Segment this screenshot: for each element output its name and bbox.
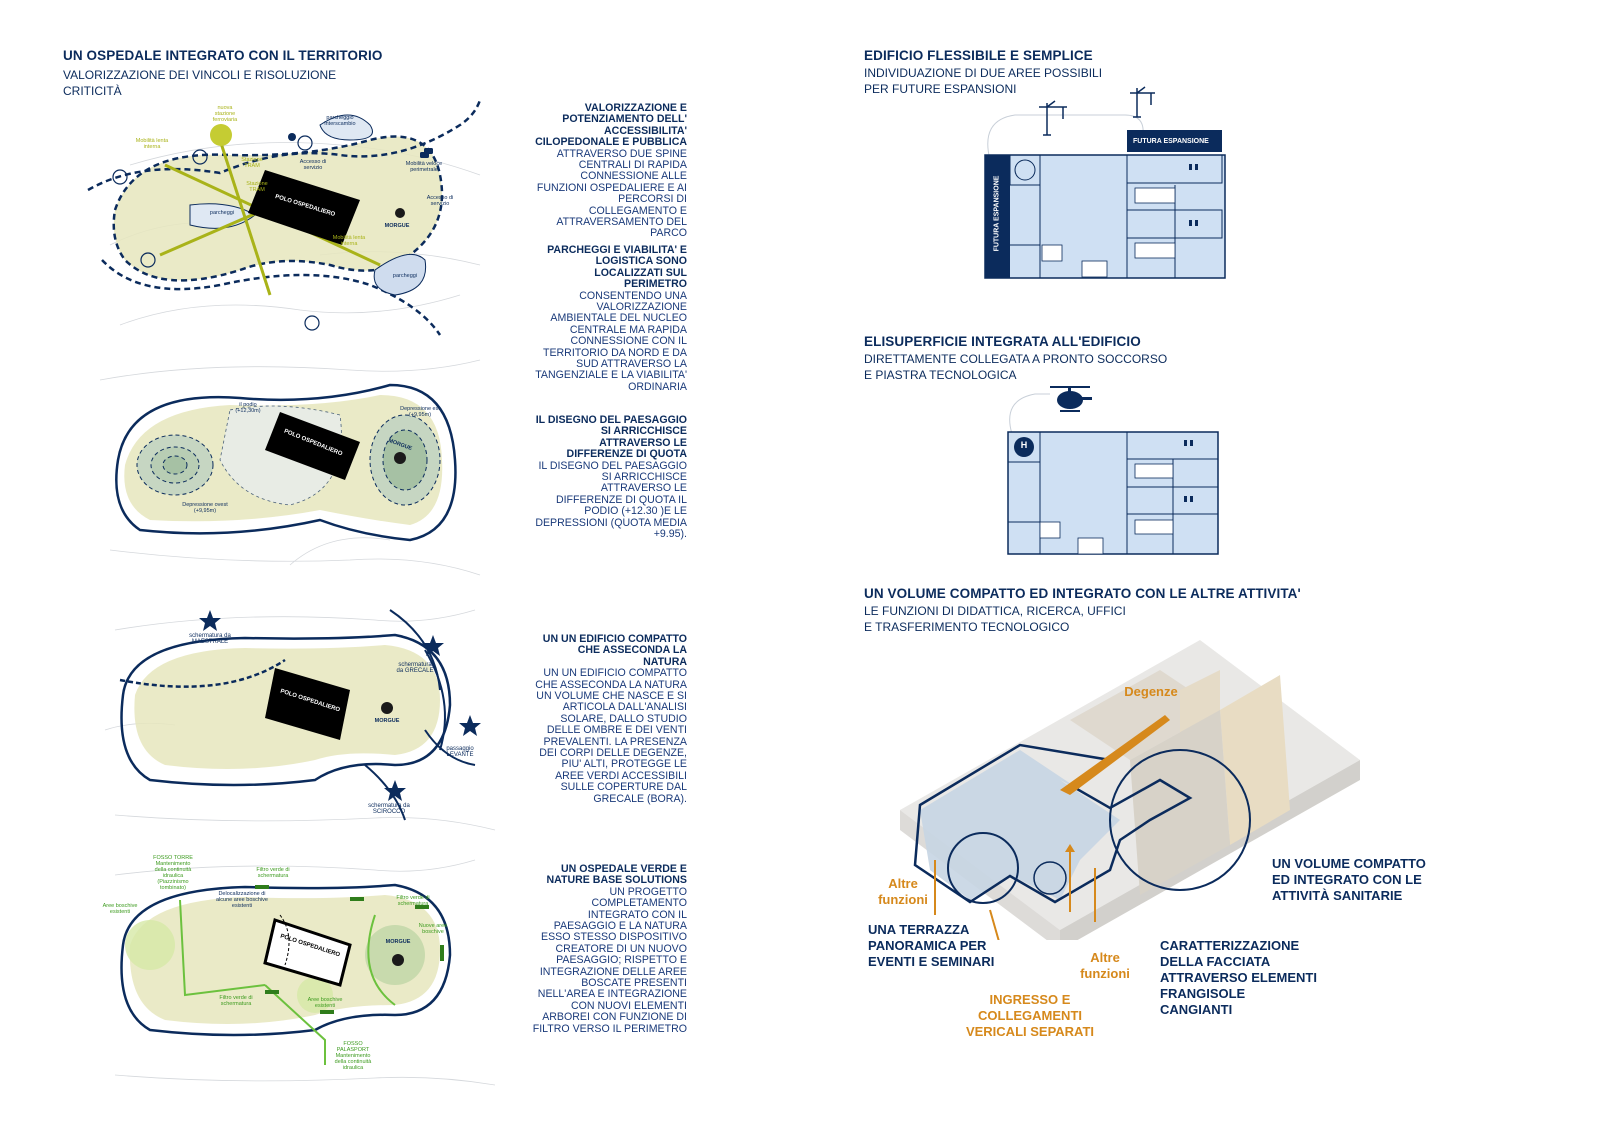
label-mobilita-lenta: Mobilità lenta interna xyxy=(135,138,169,150)
label-depressione-est: Depressione est (+9,95m) xyxy=(400,406,440,418)
paragraph-text: ATTRAVERSO DUE SPINE CENTRALI DI RAPIDA … xyxy=(536,147,687,240)
callout-ingresso: INGRESSO E COLLEGAMENTI VERICALI SEPARAT… xyxy=(965,992,1095,1039)
map-accessibility-drawing xyxy=(87,99,482,336)
paragraph-bold: IL DISEGNO DEL PAESAGGIO SI ARRICCHISCE … xyxy=(535,414,687,461)
section-volume-title: UN VOLUME COMPATTO ED INTEGRATO CON LE A… xyxy=(864,586,1301,601)
map-landscape-levels: il podio (+12,30m) Depressione est (+9,9… xyxy=(90,350,490,580)
plan-expansion-drawing xyxy=(984,86,1226,279)
label-delocalizzazione: Delocalizzazione di alcune aree boschive… xyxy=(216,891,268,909)
label-altre-funzioni-1: Altre funzioni xyxy=(878,876,928,907)
paragraph-bold: PARCHEGGI E VIABILITA' E LOGISTICA SONO … xyxy=(547,244,687,291)
label-altre-funzioni-2: Altre funzioni xyxy=(1080,950,1130,981)
section-heli-title: ELISUPERFICIE INTEGRATA ALL'EDIFICIO xyxy=(864,334,1141,349)
callout-caratterizzazione: CARATTERIZZAZIONE DELLA FACCIATA ATTRAVE… xyxy=(1160,938,1317,1017)
paragraph-green-hospital: UN OSPEDALE VERDE E NATURE BASE SOLUTION… xyxy=(532,863,687,1035)
label-filtro-1: Filtro verde di schermatura xyxy=(256,867,290,879)
label-stazione-tram-1: Stazione TRAM xyxy=(241,157,263,169)
section-flexible-title: EDIFICIO FLESSIBILE E SEMPLICE xyxy=(864,48,1093,63)
map-green-drawing xyxy=(114,859,496,1086)
section-heli-sub2: E PIASTRA TECNOLOGICA xyxy=(864,368,1017,382)
plan-heliport: H xyxy=(990,372,1230,562)
heliport-letter: H xyxy=(1020,440,1028,450)
label-scirocco: schermatura da SCIROCCO xyxy=(368,803,410,815)
label-nuove-aree: Nuove aree boschive xyxy=(418,923,448,935)
label-fosso-palasport: FOSSO PALASPORT Mantenimento della conti… xyxy=(334,1041,372,1071)
label-filtro-3: Filtro verde di schermatura xyxy=(219,995,253,1007)
label-grecale: schermatura da GRECALE xyxy=(396,662,434,674)
label-morgue-3: MORGUE xyxy=(374,718,400,724)
helicopter-icon xyxy=(1050,386,1092,412)
label-maestrale: schermatura da MAESTRALE xyxy=(189,633,231,645)
label-accesso-servizio-1: Accesso di servizio xyxy=(299,159,327,171)
plan-expansion: FUTURA ESPANSIONE FUTURA ESPANSIONE xyxy=(975,85,1235,285)
paragraph-text: UN PROGETTO COMPLETAMENTO INTEGRATO CON … xyxy=(532,885,687,1035)
callout-terrazza: UNA TERRAZZA PANORAMICA PER EVENTI E SEM… xyxy=(868,922,995,969)
label-degenze: Degenze xyxy=(1124,684,1178,699)
paragraph-compact-building: UN UN EDIFICIO COMPATTO CHE ASSECONDA LA… xyxy=(532,633,687,805)
label-futura-espansione-v: FUTURA ESPANSIONE xyxy=(993,175,1001,252)
label-mobilita-veloce: Mobilità veloce perimetrale xyxy=(405,161,443,173)
left-subtitle-line2: CRITICITÀ xyxy=(63,84,122,98)
left-subtitle-line1: VALORIZZAZIONE DEI VINCOLI E RISOLUZIONE xyxy=(63,68,337,82)
label-depressione-ovest: Depressione ovest (+9,95m) xyxy=(182,502,228,514)
label-levante: passaggio LEVANTE xyxy=(446,746,474,758)
left-title: UN OSPEDALE INTEGRATO CON IL TERRITORIO xyxy=(63,48,383,63)
map-landscape-drawing xyxy=(99,359,481,576)
label-morgue-4: MORGUE xyxy=(385,939,411,945)
paragraph-landscape: IL DISEGNO DEL PAESAGGIO SI ARRICCHISCE … xyxy=(532,414,687,541)
map-compact-building: schermatura da MAESTRALE schermatura da … xyxy=(95,590,505,835)
paragraph-bold: UN UN EDIFICIO COMPATTO CHE ASSECONDA LA… xyxy=(542,633,687,668)
map-green-hospital: FOSSO TORRE Mantenimento della continuit… xyxy=(95,845,505,1090)
label-parcheggi-2: parcheggi xyxy=(392,273,418,279)
label-stazione-tram-2: Stazione TRAM xyxy=(246,181,268,193)
section-volume-sub2: E TRASFERIMENTO TECNOLOGICO xyxy=(864,620,1070,634)
label-parcheggi-1: parcheggi xyxy=(209,210,235,216)
label-nuova-stazione: nuova stazione ferroviaria xyxy=(212,105,238,123)
paragraph-text: CONSENTENDO UNA VALORIZZAZIONE AMBIENTAL… xyxy=(535,289,687,393)
paragraph-bold: UN OSPEDALE VERDE E NATURE BASE SOLUTION… xyxy=(546,863,687,887)
section-heli-sub1: DIRETTAMENTE COLLEGATA A PRONTO SOCCORSO xyxy=(864,352,1168,366)
paragraph-accessibility: VALORIZZAZIONE E POTENZIAMENTO DELL' ACC… xyxy=(532,102,687,240)
label-morgue-1: MORGUE xyxy=(384,223,410,229)
paragraph-text: UN UN EDIFICIO COMPATTO CHE ASSECONDA LA… xyxy=(535,667,687,805)
paragraph-text: IL DISEGNO DEL PAESAGGIO SI ARRICCHISCE … xyxy=(535,459,687,541)
axonometric-drawing xyxy=(900,640,1360,981)
paragraph-bold: VALORIZZAZIONE E POTENZIAMENTO DELL' ACC… xyxy=(535,102,687,149)
label-fosso-torre: FOSSO TORRE Mantenimento della continuit… xyxy=(153,855,193,891)
label-aree-boschive-esistenti-1: Aree boschive esistenti xyxy=(102,903,138,915)
plan-heliport-drawing xyxy=(1007,386,1219,555)
section-volume-sub1: LE FUNZIONI DI DIDATTICA, RICERCA, UFFIC… xyxy=(864,604,1126,618)
label-futura-espansione-h: FUTURA ESPANSIONE xyxy=(1133,138,1209,145)
axonometric-volume: Degenze Altre funzioni Altre funzioni xyxy=(860,630,1400,981)
label-podio: il podio (+12,30m) xyxy=(235,402,261,414)
section-flexible-sub1: INDIVIDUAZIONE DI DUE AREE POSSIBILI xyxy=(864,66,1103,80)
label-filtro-2: Filtro verde di schermatura xyxy=(396,895,430,907)
label-mobilita-lenta-2: Mobilità lenta interna xyxy=(332,235,366,247)
paragraph-parking: PARCHEGGI E VIABILITA' E LOGISTICA SONO … xyxy=(532,244,687,393)
map-accessibility: nuova stazione ferroviaria Mobilità lent… xyxy=(80,95,500,340)
label-parcheggio-interscambio: parcheggio interscambio xyxy=(324,115,356,127)
label-accesso-servizio-2: Accesso di servizio xyxy=(426,195,454,207)
map-compact-drawing xyxy=(104,609,496,831)
section-flexible-sub2: PER FUTURE ESPANSIONI xyxy=(864,82,1017,96)
callout-volume: UN VOLUME COMPATTO ED INTEGRATO CON LE A… xyxy=(1272,856,1426,903)
label-aree-boschive-esistenti-2: Aree boschive esistenti xyxy=(307,997,343,1009)
